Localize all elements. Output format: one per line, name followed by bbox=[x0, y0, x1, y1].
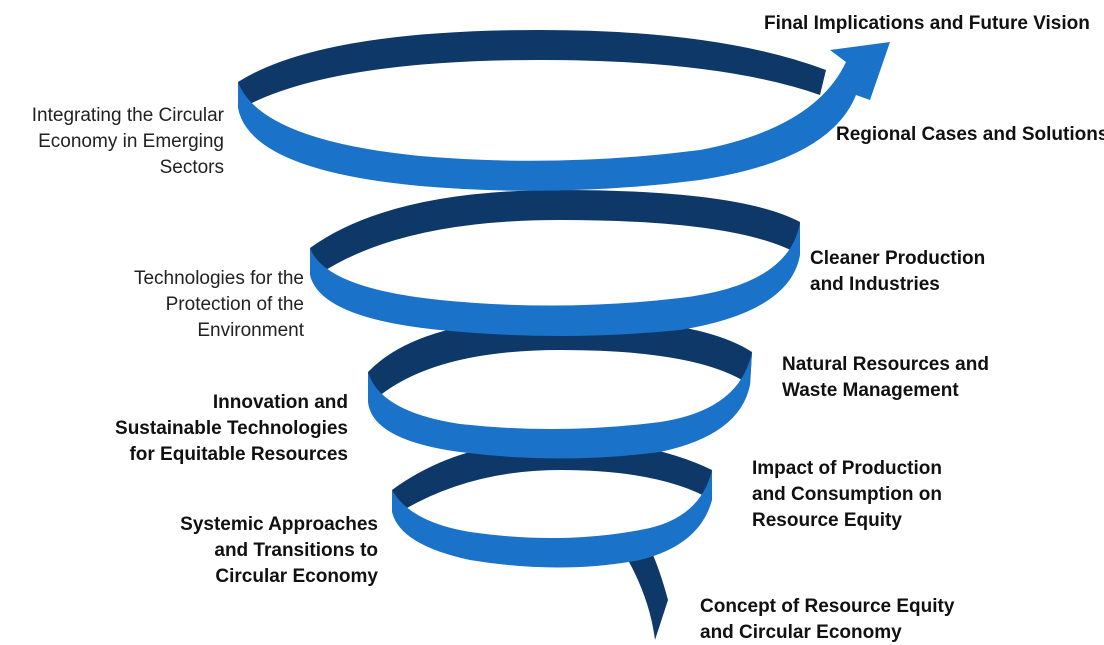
stage-natural: Natural Resources and Waste Management bbox=[782, 354, 989, 401]
stage-regional: Regional Cases and Solutions bbox=[836, 124, 1104, 145]
stage-final: Final Implications and Future Vision bbox=[764, 13, 1090, 34]
ribbon-back-1 bbox=[628, 548, 668, 640]
stage-innovation: Innovation and Sustainable Technologies … bbox=[115, 392, 348, 465]
ribbon-front-1 bbox=[392, 470, 712, 568]
stage-systemic: Systemic Approaches and Transitions to C… bbox=[180, 514, 378, 587]
stage-cleaner: Cleaner Production and Industries bbox=[810, 248, 986, 295]
ribbon-front-3 bbox=[310, 222, 800, 336]
ribbon-back-2 bbox=[392, 440, 712, 512]
ribbon-back-3 bbox=[368, 318, 752, 402]
stage-concept: Concept of Resource Equity and Circular … bbox=[700, 596, 955, 643]
ribbon-back-5 bbox=[238, 30, 826, 108]
stage-impact: Impact of Production and Consumption on … bbox=[752, 458, 942, 531]
ribbon-front-2 bbox=[368, 352, 752, 459]
ribbon-back-4 bbox=[310, 190, 800, 275]
ribbon-front-4 bbox=[238, 42, 890, 191]
stage-circular-emerging: Integrating the Circular Economy in Emer… bbox=[31, 105, 224, 178]
stage-technologies: Technologies for the Protection of the E… bbox=[133, 268, 304, 341]
